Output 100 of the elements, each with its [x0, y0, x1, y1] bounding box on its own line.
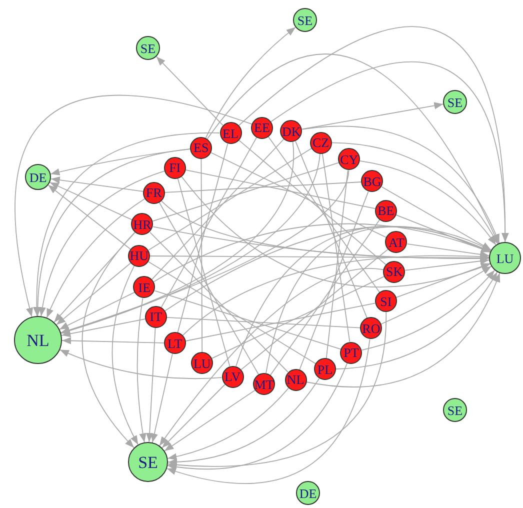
connector-line: [152, 162, 340, 222]
connector-line: [158, 202, 260, 375]
country-node: [374, 200, 397, 222]
country-code: SI: [380, 294, 392, 308]
connector-line: [177, 178, 230, 367]
country-node: [489, 242, 521, 274]
country-code: LU: [193, 356, 211, 370]
arrow: [82, 232, 136, 448]
country-code: PT: [344, 346, 359, 360]
country-code: NL: [286, 373, 304, 386]
connector-line: [177, 143, 228, 333]
country-code: MT: [254, 378, 274, 391]
country-node: [164, 156, 186, 179]
arrow: [362, 270, 496, 351]
country-node: [142, 182, 165, 204]
country-node: [191, 352, 214, 374]
connector-line: [166, 316, 361, 328]
country-code: BE: [378, 204, 394, 218]
country-code: AT: [388, 236, 404, 249]
arrow: [167, 362, 348, 470]
arrow: [380, 266, 492, 324]
country-code: SE: [297, 14, 313, 26]
country-node: [164, 332, 186, 354]
arrow: [136, 298, 146, 443]
arrow: [60, 153, 320, 334]
arrow: [331, 142, 498, 244]
country-code: CZ: [312, 136, 330, 150]
arrow: [150, 353, 173, 443]
country-code: BG: [363, 174, 382, 188]
country-node: [251, 116, 273, 139]
country-node: [133, 276, 156, 298]
arrow: [54, 232, 136, 323]
connector-line: [270, 219, 380, 376]
country-code: DE: [299, 486, 317, 500]
arrow: [162, 384, 226, 448]
connector-line: [151, 138, 284, 280]
arrow: [167, 312, 387, 468]
country-node: [136, 36, 160, 60]
arrow: [266, 227, 491, 374]
connector-line: [164, 182, 362, 193]
arrow: [181, 176, 491, 288]
country-node: [128, 244, 150, 267]
country-code: FI: [169, 161, 181, 174]
arrow: [336, 272, 498, 370]
arrow: [166, 338, 370, 484]
arrow: [238, 26, 508, 242]
arrow: [39, 170, 165, 317]
country-node: [374, 290, 397, 312]
country-code: ES: [194, 141, 209, 154]
arrow: [61, 318, 146, 338]
country-node: [253, 373, 276, 396]
country-node: [222, 366, 244, 388]
arrow: [205, 26, 296, 138]
connector-line: [212, 276, 385, 359]
connector-line: [322, 152, 350, 342]
arrow: [152, 226, 490, 262]
connector-line: [150, 232, 288, 372]
country-code: IE: [138, 280, 151, 294]
country-node: [14, 316, 62, 364]
country-node: [383, 260, 406, 283]
arrow: [112, 265, 139, 446]
country-code: EE: [254, 121, 270, 134]
country-node: [310, 132, 332, 154]
country-code: SE: [138, 454, 158, 470]
country-node: [340, 342, 362, 364]
arrow: [302, 126, 500, 244]
connector-line: [200, 158, 203, 353]
arrow: [164, 390, 256, 452]
country-node: [361, 170, 384, 192]
arrow: [156, 56, 224, 126]
arrow: [167, 388, 289, 460]
country-code: DK: [282, 124, 301, 138]
country-code: SE: [447, 96, 463, 108]
country-node: [360, 317, 382, 340]
connector-line: [185, 169, 376, 210]
arrow: [164, 226, 492, 312]
arrow: [404, 258, 490, 271]
arrow: [15, 94, 252, 318]
country-code: RO: [362, 322, 380, 335]
country-code: NL: [26, 332, 50, 348]
country-node: [314, 358, 336, 380]
country-node: [128, 442, 168, 482]
connector-line: [299, 191, 369, 370]
connector-line: [148, 261, 316, 364]
arrow: [33, 132, 220, 316]
connector-line: [160, 136, 258, 308]
arrow: [46, 198, 146, 318]
country-code: LU: [496, 252, 514, 264]
connector-line: [326, 170, 348, 359]
arrow: [48, 184, 131, 250]
connector-line: [154, 290, 342, 350]
arrow: [182, 253, 490, 336]
country-node: [190, 136, 212, 159]
connector-line: [210, 152, 387, 238]
country-node: [25, 164, 51, 190]
arrow: [34, 148, 191, 316]
arrow: [56, 262, 132, 326]
arrow: [306, 272, 500, 388]
arrow: [60, 141, 294, 334]
country-code: IT: [150, 310, 162, 324]
